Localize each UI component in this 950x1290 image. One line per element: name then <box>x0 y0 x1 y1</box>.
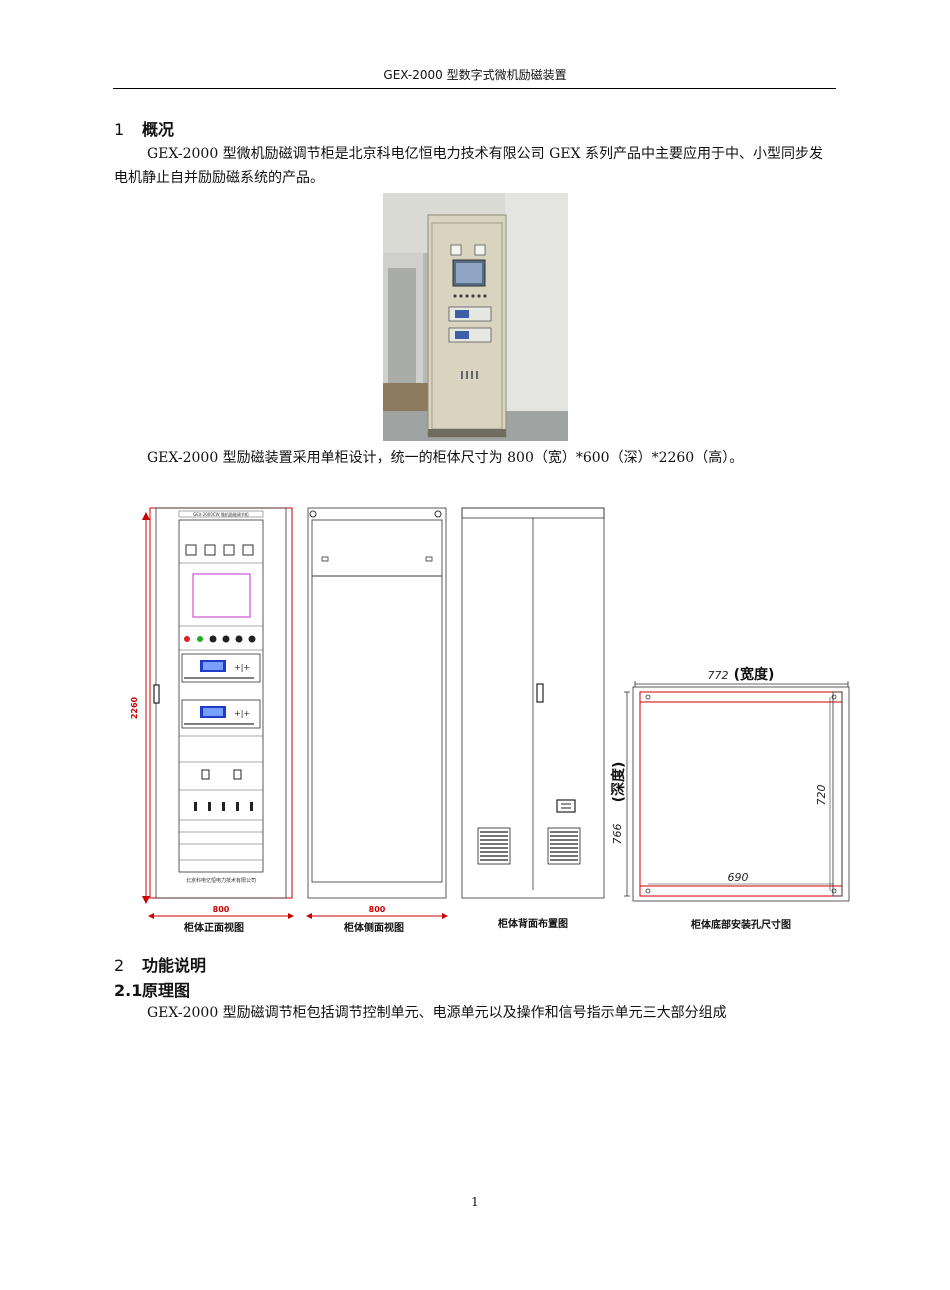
section-2-1-number: 2.1 <box>114 981 143 1000</box>
base-inner-width-label: 690 <box>728 871 749 884</box>
front-panel-label: GEX-2000CW 微机励磁调节柜 <box>193 511 249 517</box>
section-2-heading: 2 功能说明 <box>114 952 206 976</box>
cabinet-photo <box>383 193 568 441</box>
base-width-word: (宽度) <box>734 666 775 683</box>
svg-text:+|+: +|+ <box>234 663 250 672</box>
section-1-paragraph: GEX-2000 型微机励磁调节柜是北京科电亿恒电力技术有限公司 GEX 系列产… <box>114 146 823 186</box>
front-width-label: 800 <box>213 905 230 914</box>
section-2-title: 功能说明 <box>142 956 207 975</box>
svg-text:+|+: +|+ <box>234 709 250 718</box>
base-view: 772 (宽度) 766 (深度) 720 690 柜体底部安装孔尺寸图 <box>610 666 850 931</box>
section-1-paragraph-2: GEX-2000 型励磁装置采用单柜设计，统一的柜体尺寸为 800（宽）*600… <box>147 450 744 466</box>
front-view: 2260 GEX-2000CW 微机励磁调节柜 +|+ +|+ <box>130 507 294 934</box>
front-caption: 柜体正面视图 <box>183 921 244 934</box>
front-height-label: 2260 <box>130 696 139 719</box>
side-caption: 柜体侧面视图 <box>343 921 404 934</box>
header-rule <box>113 88 836 89</box>
running-header: GEX-2000 型数字式微机励磁装置 <box>383 68 567 82</box>
side-view: 800 柜体侧面视图 <box>306 507 448 934</box>
cabinet-drawing: 2260 GEX-2000CW 微机励磁调节柜 +|+ +|+ <box>130 507 850 934</box>
section-2-number: 2 <box>114 956 125 975</box>
section-1-heading: 1 概况 <box>114 116 174 140</box>
section-2-1-paragraph: GEX-2000 型励磁调节柜包括调节控制单元、电源单元以及操作和信号指示单元三… <box>147 1005 727 1021</box>
section-2-1-heading: 2.1原理图 <box>114 977 190 1001</box>
section-2-1-title: 原理图 <box>142 981 191 1000</box>
base-depth-label: 766 <box>611 824 624 845</box>
section-1-title: 概况 <box>142 120 175 139</box>
page-number: 1 <box>471 1195 479 1209</box>
base-caption: 柜体底部安装孔尺寸图 <box>690 918 791 931</box>
front-company-label: 北京科电亿恒电力技术有限公司 <box>186 877 256 884</box>
back-view: 柜体背面布置图 <box>461 507 605 930</box>
base-depth-word: (深度) <box>610 762 627 803</box>
section-1-number: 1 <box>114 120 125 139</box>
side-width-label: 800 <box>369 905 386 914</box>
base-inner-depth-label: 720 <box>815 785 828 806</box>
back-caption: 柜体背面布置图 <box>497 917 568 930</box>
base-width-label: 772 <box>708 669 729 682</box>
